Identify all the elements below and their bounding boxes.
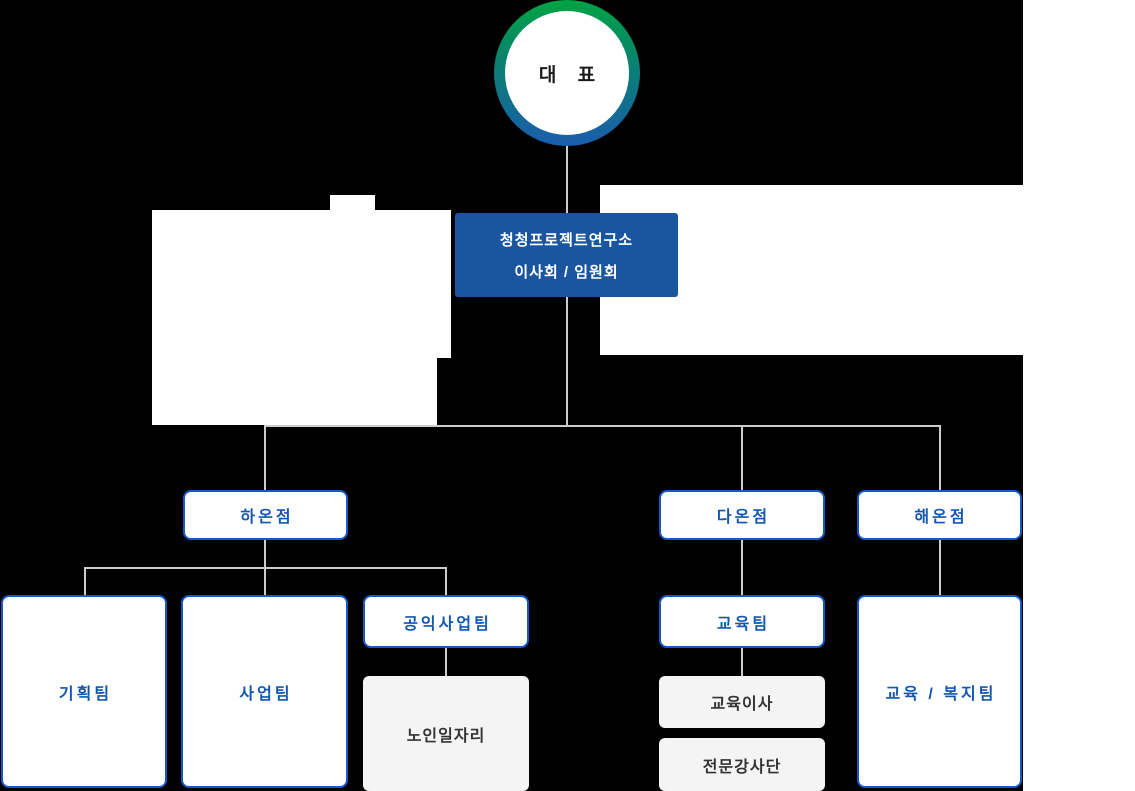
branch-haeon: 해온점 [857, 490, 1022, 540]
branch-haon: 하온점 [183, 490, 348, 540]
white-area-left-lower [152, 358, 437, 425]
unit-senior-jobs-label: 노인일자리 [406, 727, 486, 745]
team-business: 사업팀 [181, 595, 348, 788]
connector-drop-haeon [939, 425, 941, 490]
connector-public-senior [445, 648, 447, 676]
team-education-welfare: 교육 / 복지팀 [857, 595, 1022, 788]
connector-haeon-eduwelfare [939, 540, 941, 595]
board-line2: 이사회 / 임원회 [514, 263, 619, 281]
team-education-label: 교육팀 [716, 615, 771, 633]
connector-education-director [741, 648, 743, 676]
team-planning-label: 기획팀 [58, 685, 113, 703]
white-area-left-upper [152, 210, 451, 358]
team-planning: 기획팀 [1, 595, 167, 788]
team-public-service-label: 공익사업팀 [403, 615, 492, 633]
white-right-band [1023, 0, 1135, 791]
team-business-label: 사업팀 [239, 685, 293, 703]
unit-lecturer-group-label: 전문강사단 [702, 758, 782, 776]
branch-daon-label: 다온점 [716, 509, 771, 526]
unit-senior-jobs: 노인일자리 [363, 676, 529, 791]
connector-drop-planning [84, 567, 86, 595]
connector-ceo-board [566, 145, 568, 213]
branch-haon-label: 하온점 [240, 509, 294, 526]
connector-drop-public [445, 567, 447, 595]
unit-education-director: 교육이사 [659, 676, 825, 728]
connector-drop-daon [741, 425, 743, 490]
unit-lecturer-group: 전문강사단 [659, 738, 825, 791]
connector-daon-education [741, 540, 743, 595]
branch-haeon-label: 해온점 [914, 509, 968, 526]
board-node: 청청프로젝트연구소 이사회 / 임원회 [455, 213, 678, 297]
board-line1: 청청프로젝트연구소 [499, 231, 634, 249]
unit-education-director-label: 교육이사 [710, 696, 774, 713]
team-public-service: 공익사업팀 [363, 595, 529, 648]
branch-daon: 다온점 [659, 490, 825, 540]
team-education: 교육팀 [659, 595, 825, 648]
ceo-node: 대 표 [494, 0, 640, 146]
connector-board-down [566, 297, 568, 425]
connector-branch-rail [265, 425, 941, 427]
team-education-welfare-label: 교육 / 복지팀 [885, 685, 997, 703]
connector-drop-haon [264, 425, 266, 490]
white-area-left-sliver [330, 195, 375, 211]
ceo-label: 대 표 [505, 11, 629, 135]
connector-haon-rail [85, 567, 446, 569]
